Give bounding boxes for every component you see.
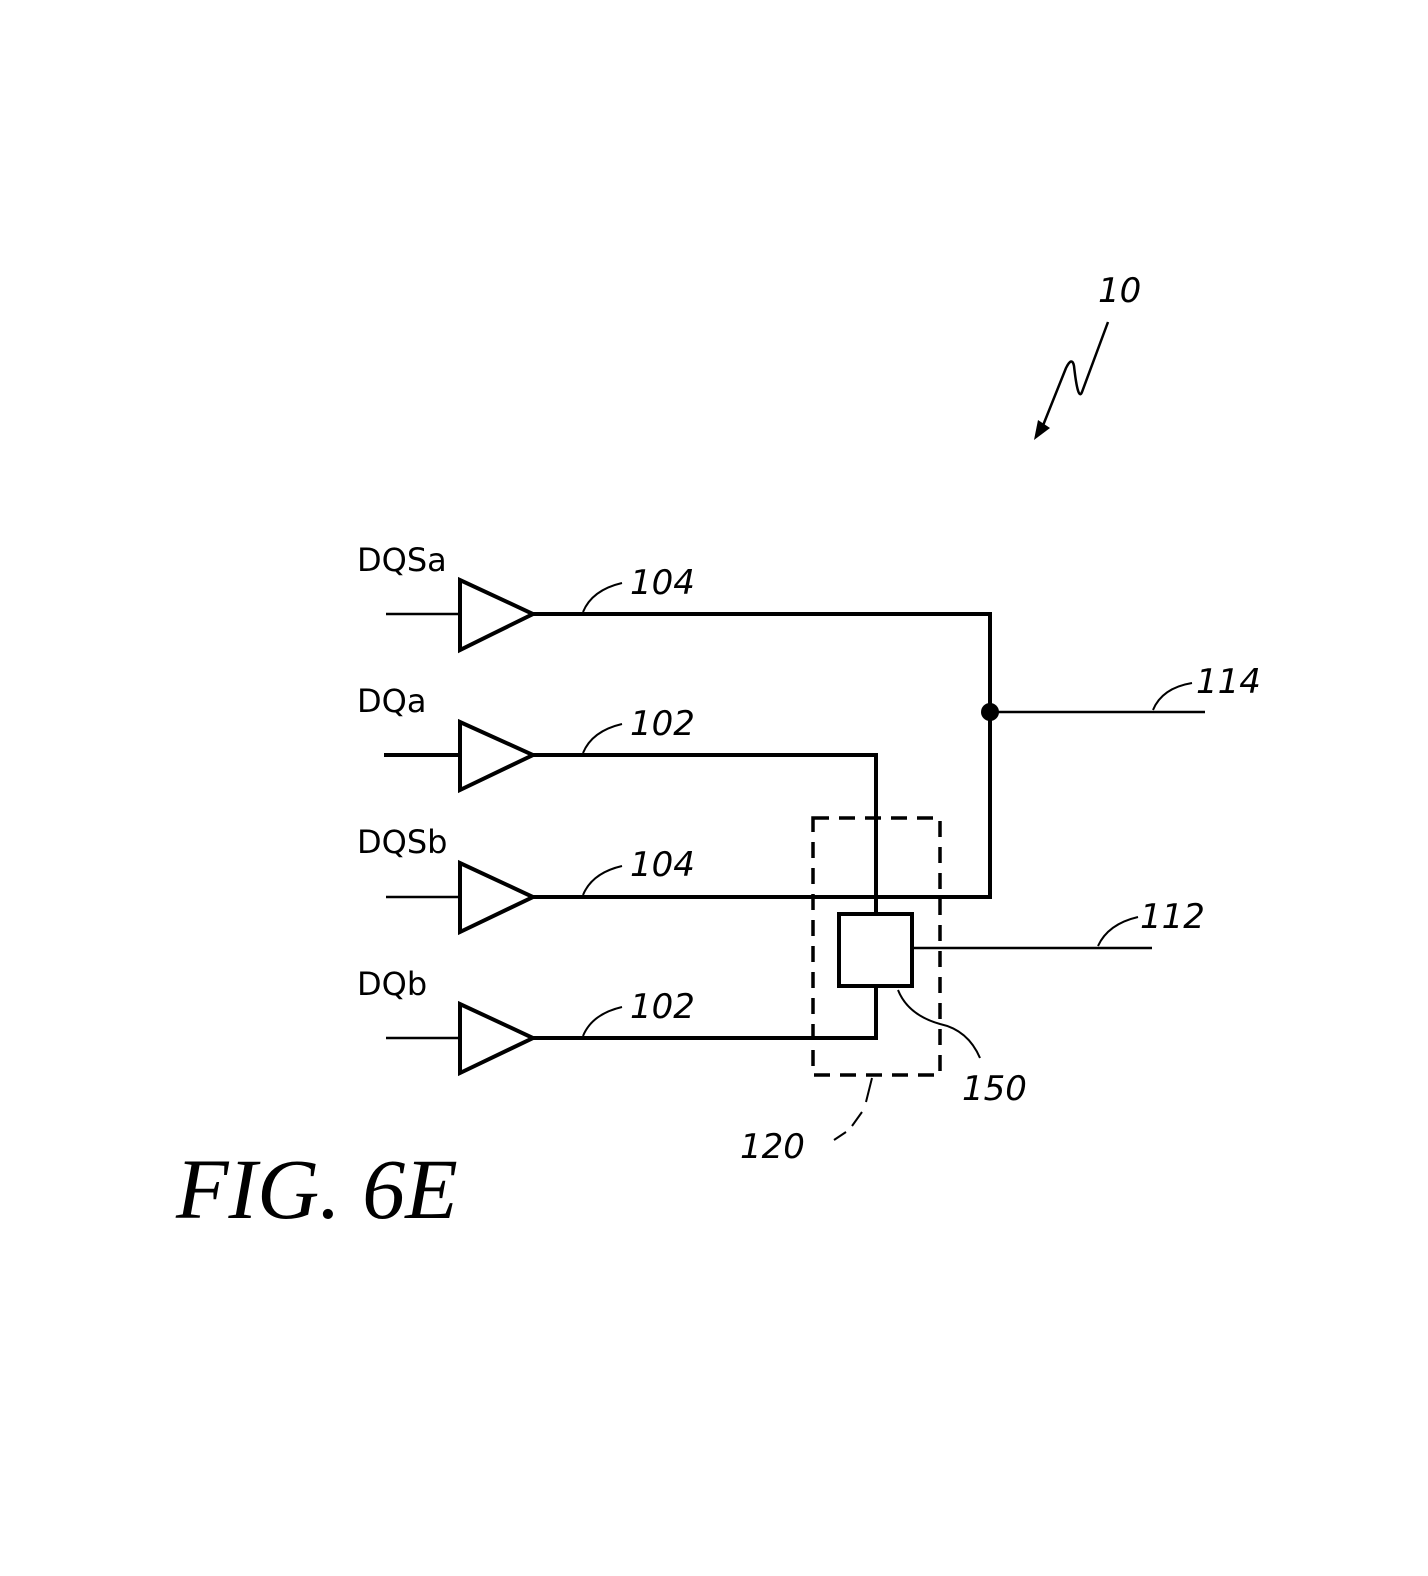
reference-10-group: 10 <box>1034 271 1141 440</box>
leader-line <box>1098 917 1138 946</box>
signal-label-dqb: DQb <box>357 965 427 1003</box>
buffer-icon <box>460 580 533 650</box>
wire-102-dqa <box>533 755 876 912</box>
leader-line <box>583 866 622 895</box>
ref-label-112: 112 <box>1140 897 1205 937</box>
ref-label-10: 10 <box>1098 271 1141 311</box>
input-row-dqa: DQa 102 <box>357 682 876 912</box>
buffer-icon <box>460 722 533 790</box>
ref-label-114: 114 <box>1196 662 1261 702</box>
arrowhead-icon <box>1034 420 1050 440</box>
input-row-dqb: DQb 102 <box>357 965 876 1073</box>
region-120: 120 <box>740 818 940 1167</box>
buffer-icon <box>460 1004 533 1073</box>
ref-label-120: 120 <box>740 1127 805 1167</box>
buffer-icon <box>460 863 533 932</box>
ref-label-102: 102 <box>630 987 695 1027</box>
leader-line <box>898 990 980 1058</box>
block-150: 150 112 <box>839 897 1205 1109</box>
ref-label-150: 150 <box>962 1069 1027 1109</box>
output-114: 114 <box>981 662 1261 721</box>
selector-block <box>839 914 912 986</box>
ref-label-102: 102 <box>630 704 695 744</box>
signal-label-dqsa: DQSa <box>357 541 447 579</box>
leader-line <box>583 724 622 753</box>
signal-label-dqsb: DQSb <box>357 823 447 861</box>
dashed-leader-line <box>834 1078 872 1140</box>
leader-line <box>583 583 622 612</box>
lightning-arrow-icon <box>1042 322 1108 428</box>
leader-line <box>583 1007 622 1036</box>
ref-label-104: 104 <box>630 845 695 885</box>
leader-line <box>1153 683 1192 710</box>
ref-label-104: 104 <box>630 563 695 603</box>
figure-caption: FIG. 6E <box>175 1141 458 1237</box>
wire-102-dqb <box>533 986 876 1038</box>
signal-label-dqa: DQa <box>357 682 426 720</box>
